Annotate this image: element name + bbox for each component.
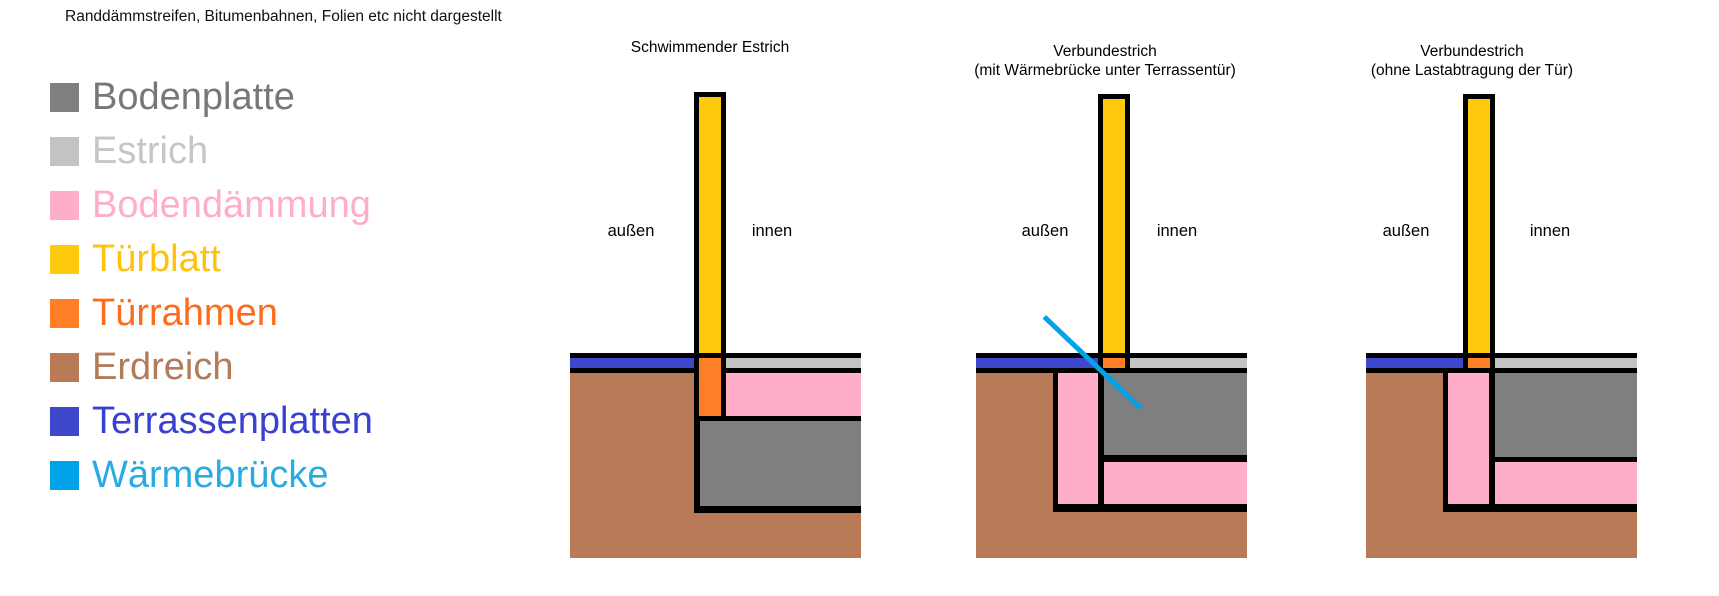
inside-label: innen xyxy=(1156,222,1198,240)
d3-bodenplatte-bottom-outline xyxy=(1489,457,1637,462)
bodendaemmung-swatch xyxy=(50,190,79,220)
outside-label: außen xyxy=(1382,222,1430,240)
tuerrahmen-swatch xyxy=(50,298,79,328)
d2-estrich-layer xyxy=(1130,358,1247,368)
estrich-swatch xyxy=(50,136,79,166)
d3-daemmung-left-outline xyxy=(1443,373,1448,512)
legend-item-terrassenplatten: Terrassenplatten xyxy=(50,401,373,441)
diagram-subtitle: (mit Wärmebrücke unter Terrassentür) xyxy=(974,62,1236,79)
d1-outline-under-daemmung xyxy=(694,416,861,421)
d2-bodendaemmung-horizontal xyxy=(1104,462,1247,504)
d3-daemmung-right-outline xyxy=(1489,373,1495,512)
legend-item-label: Türrahmen xyxy=(92,292,278,334)
d3-tuerblatt-bar xyxy=(1468,99,1490,353)
d1-bodenplatte-left-outline xyxy=(694,421,700,513)
d3-bottom-outline xyxy=(1443,504,1637,512)
bodenplatte-swatch xyxy=(50,82,79,112)
d3-estrich-layer xyxy=(1495,358,1637,368)
d2-tuerblatt-bar xyxy=(1103,99,1125,353)
d3-floor-top-outline xyxy=(1366,353,1637,358)
d3-outline-under-layers xyxy=(1366,368,1637,373)
legend-item-label: Bodendämmung xyxy=(92,184,371,226)
d2-bottom-outline xyxy=(1053,504,1247,512)
legend-item-waermebruecke: Wärmebrücke xyxy=(50,455,329,495)
erdreich-swatch xyxy=(50,352,79,382)
d2-terrassenplatten-layer xyxy=(976,358,1098,368)
d2-tuerrahmen-frame xyxy=(1103,358,1125,368)
d3-tuerrahmen-frame xyxy=(1468,358,1490,368)
legend-item-label: Terrassenplatten xyxy=(92,400,373,442)
outside-label: außen xyxy=(607,222,655,240)
d1-estrich-layer xyxy=(726,358,861,368)
d2-bodenplatte-left-outline xyxy=(1098,373,1104,512)
legend-item-label: Erdreich xyxy=(92,346,234,388)
d1-tuerblatt-bar xyxy=(699,97,721,353)
legend-item-tuerblatt: Türblatt xyxy=(50,239,221,279)
outside-label: außen xyxy=(1021,222,1069,240)
legend-item-label: Bodenplatte xyxy=(92,76,295,118)
diagram-title: Schwimmender Estrich xyxy=(630,39,790,56)
d1-tuerrahmen-frame xyxy=(699,358,721,416)
d3-bodendaemmung-vertical xyxy=(1448,373,1489,504)
d1-terrassenplatten-layer xyxy=(570,358,694,368)
legend-item-estrich: Estrich xyxy=(50,131,208,171)
inside-label: innen xyxy=(751,222,793,240)
diagram-subtitle: (ohne Lastabtragung der Tür) xyxy=(1370,62,1574,79)
inside-label: innen xyxy=(1529,222,1571,240)
legend-item-bodenplatte: Bodenplatte xyxy=(50,77,295,117)
d2-bodenplatte-bottom-outline xyxy=(1098,455,1247,462)
d3-bodenplatte-slab xyxy=(1495,373,1637,457)
waermebruecke-swatch xyxy=(50,460,79,490)
diagram-title-line1: Verbundestrich xyxy=(1420,43,1524,60)
legend-item-tuerrahmen: Türrahmen xyxy=(50,293,278,333)
d2-bodendaemmung-vertical xyxy=(1058,373,1098,504)
d1-bodenplatte-slab xyxy=(700,421,861,506)
d1-bodenplatte-bottom-outline xyxy=(694,506,861,513)
d1-bodendaemmung-layer xyxy=(726,373,861,416)
terrassenplatten-swatch xyxy=(50,406,79,436)
legend-item-label: Estrich xyxy=(92,130,209,172)
d1-outline-under-estrich xyxy=(726,368,861,373)
legend-item-label: Wärmebrücke xyxy=(92,454,329,496)
diagram-title: Verbundestrich (ohne Lastabtragung der T… xyxy=(1262,42,1682,80)
legend-item-label: Türblatt xyxy=(92,238,221,280)
diagram-title-line1: Verbundestrich xyxy=(1053,43,1157,60)
diagram-title: Verbundestrich (mit Wärmebrücke unter Te… xyxy=(895,42,1315,80)
d3-terrassenplatten-layer xyxy=(1366,358,1463,368)
d2-daemmung-left-outline xyxy=(1053,373,1058,512)
d1-outline-under-terrasse xyxy=(570,368,694,373)
tuerblatt-swatch xyxy=(50,244,79,274)
legend-item-erdreich: Erdreich xyxy=(50,347,234,387)
d3-bodendaemmung-horizontal xyxy=(1495,462,1637,504)
disclaimer-note: Randdämmstreifen, Bitumenbahnen, Folien … xyxy=(65,8,502,25)
legend-item-bodendaemmung: Bodendämmung xyxy=(50,185,371,225)
d2-bodenplatte-slab xyxy=(1104,373,1247,455)
